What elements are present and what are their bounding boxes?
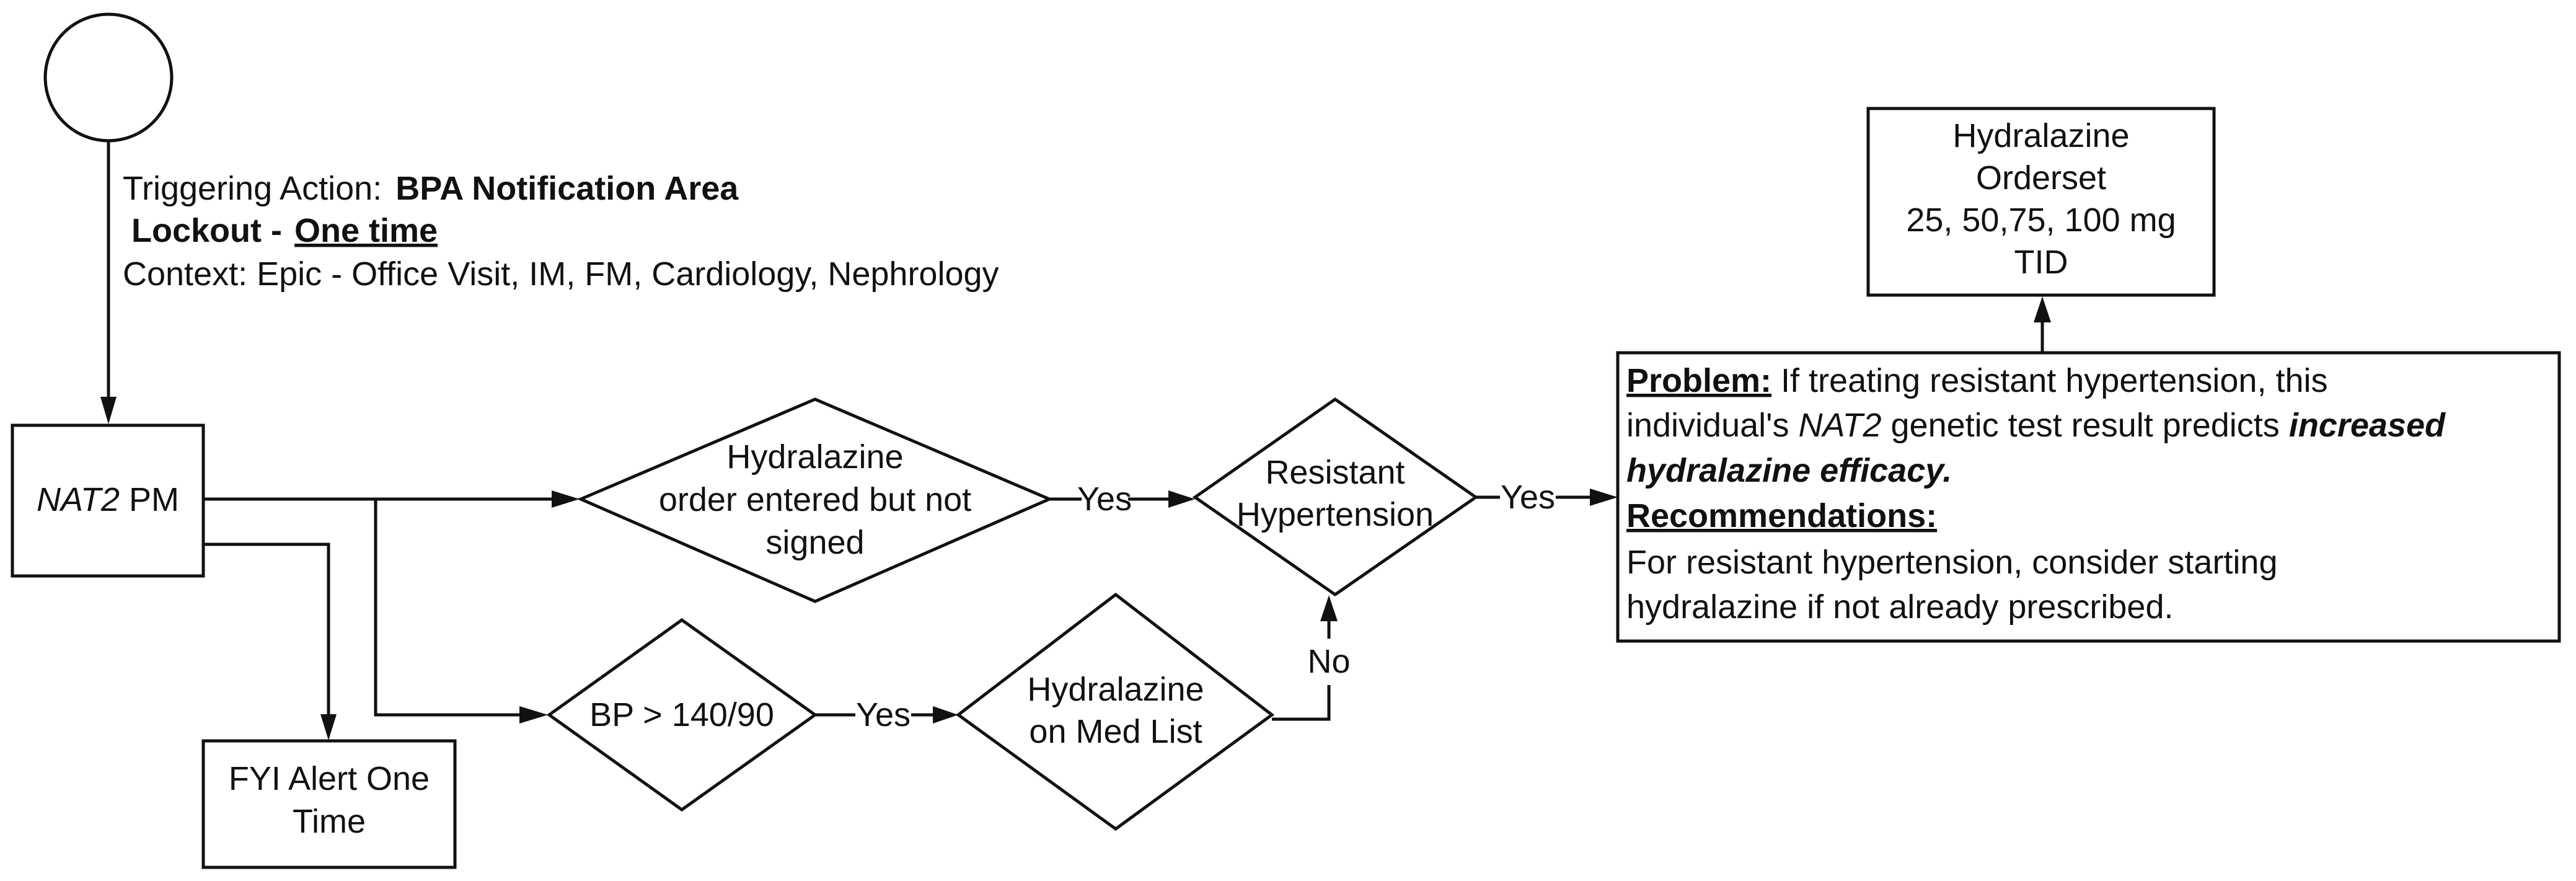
- hydralazine-orderset-node: [1866, 107, 2216, 297]
- resistant-line: Resistant: [1265, 454, 1405, 491]
- edges: [100, 141, 2051, 740]
- arrowhead: [1590, 489, 1618, 506]
- arrowhead: [100, 397, 117, 424]
- arrowhead: [519, 706, 548, 724]
- orderset-line: Hydralazine: [1952, 117, 2129, 154]
- edge-label-yes: Yes: [1501, 479, 1555, 516]
- orderset-line: Orderset: [1976, 159, 2106, 197]
- start-node: [43, 12, 174, 143]
- edge-label-yes: Yes: [1077, 480, 1132, 518]
- problem-line: individual's NAT2 genetic test result pr…: [1626, 407, 2446, 444]
- edge-nat2-to-bp: [374, 499, 521, 717]
- problem-line: hydralazine efficacy.: [1626, 452, 1952, 489]
- arrowhead: [1168, 490, 1195, 508]
- order-decision-line: Hydralazine: [726, 438, 903, 476]
- trigger-line-2: Lockout -One time: [131, 212, 438, 249]
- arrowhead: [933, 706, 958, 724]
- arrowhead: [552, 490, 580, 508]
- order-entered-decision: [576, 397, 1054, 603]
- fyi-alert-node: [201, 739, 457, 869]
- trigger-line-3: Context: Epic - Office Visit, IM, FM, Ca…: [123, 255, 999, 293]
- order-decision-line: signed: [765, 524, 864, 561]
- fyi-line: Time: [293, 803, 366, 840]
- bp-decision-label: BP > 140/90: [589, 696, 774, 733]
- bp-decision: [546, 618, 818, 812]
- nat2-pm-label: NAT2 PM: [37, 481, 179, 518]
- trigger-note: Triggering Action:BPA Notification Area …: [123, 170, 999, 293]
- edge-label-no: No: [1307, 643, 1350, 680]
- recommendation-line: For resistant hypertension, consider sta…: [1626, 544, 2278, 581]
- fyi-line: FYI Alert One: [229, 760, 430, 797]
- order-decision-line: order entered but not: [659, 481, 971, 518]
- med-list-line: Hydralazine: [1027, 671, 1204, 708]
- trigger-line-1: Triggering Action:BPA Notification Area: [123, 170, 739, 207]
- orderset-line: 25, 50,75, 100 mg: [1906, 201, 2176, 239]
- med-list-line: on Med List: [1029, 713, 1202, 750]
- problem-text: Problem: If treating resistant hypertens…: [1626, 362, 2446, 626]
- orderset-line: TID: [2014, 244, 2068, 281]
- recommendation-line: hydralazine if not already prescribed.: [1626, 588, 2173, 626]
- resistant-hypertension-decision: [1192, 397, 1479, 597]
- edge-label-yes: Yes: [856, 696, 911, 733]
- arrowhead: [1320, 595, 1338, 621]
- nat2-pm-node: [11, 423, 205, 578]
- arrowhead: [320, 714, 337, 740]
- med-list-decision: [955, 592, 1275, 831]
- recommendations-label: Recommendations:: [1626, 497, 1937, 534]
- problem-recommendation-node: [1616, 351, 2561, 643]
- problem-line: Problem: If treating resistant hypertens…: [1626, 362, 2328, 399]
- arrowhead: [2034, 296, 2051, 322]
- edge-nat2-to-fyi: [203, 542, 330, 719]
- resistant-line: Hypertension: [1237, 496, 1434, 533]
